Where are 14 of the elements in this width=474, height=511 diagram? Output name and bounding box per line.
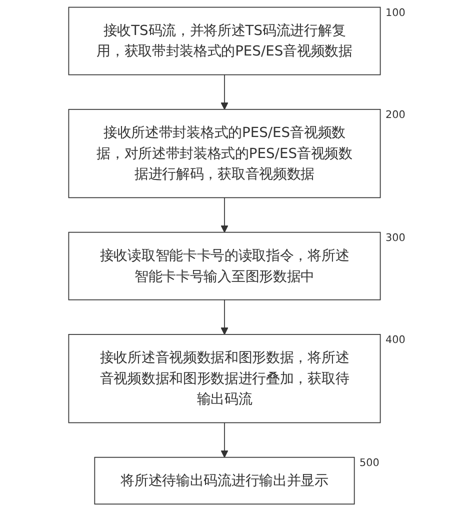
node-box: 接收所述音视频数据和图形数据，将所述音视频数据和图形数据进行叠加，获取待输出码流 [68, 334, 381, 424]
step-number: 200 [386, 109, 406, 122]
node-box: 接收读取智能卡卡号的读取指令，将所述智能卡卡号输入至图形数据中 [68, 232, 381, 300]
step-number: 300 [386, 232, 406, 244]
arrow [220, 74, 228, 110]
node-box: 接收TS码流，并将所述TS码流进行解复用，获取带封装格式的PES/ES音视频数据 [68, 6, 381, 76]
step-number: 500 [360, 457, 380, 469]
arrow [220, 299, 228, 335]
step-number: 100 [386, 6, 406, 19]
arrow [220, 422, 228, 458]
node-box: 将所述待输出码流进行输出并显示 [94, 456, 355, 504]
step-number: 400 [386, 334, 406, 346]
node-box: 接收所述带封装格式的PES/ES音视频数据，对所述带封装格式的PES/ES音视频数据进行解码，获取音视频数据 [68, 108, 381, 198]
arrow [220, 197, 228, 233]
